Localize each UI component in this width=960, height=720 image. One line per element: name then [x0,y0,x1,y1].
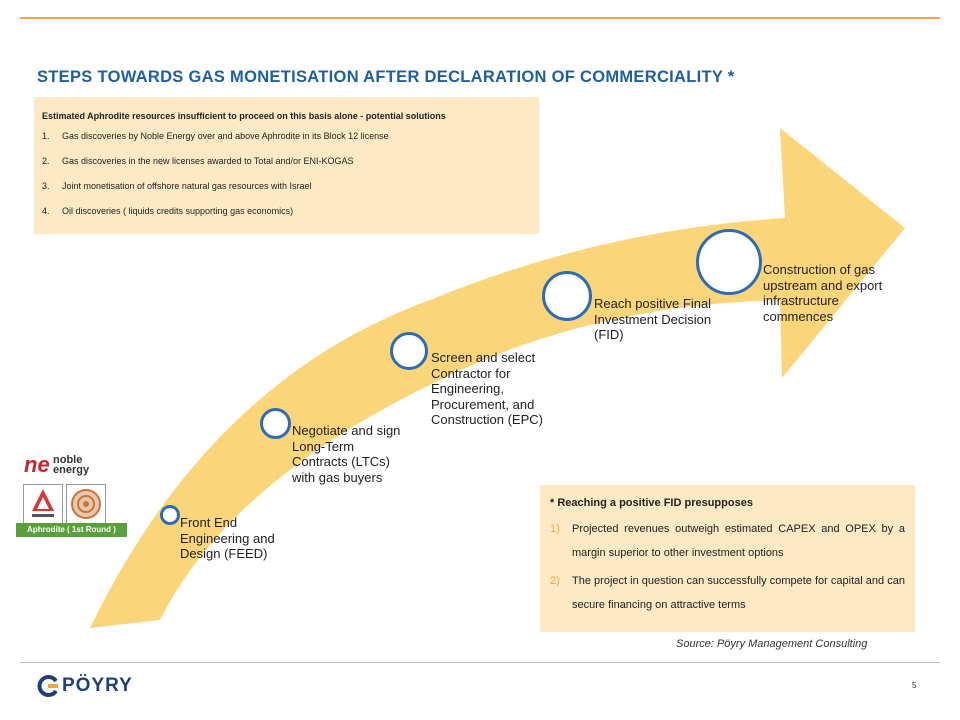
list-text: Gas discoveries by Noble Energy over and… [62,131,389,141]
delek-drilling-logo [23,484,63,524]
noble-energy-wordmark: noble energy [53,454,90,476]
list-number: 1) [550,523,560,535]
step-label-feed: Front End Engineering and Design (FEED) [180,515,275,561]
noble-energy-logo: ne [24,452,50,477]
list-item: 2. Gas discoveries in the new licenses aw… [42,156,531,166]
fid-header: * Reaching a positive FID presupposes [550,497,753,509]
page-number: 5 [912,681,917,690]
delek-drilling-icon [32,489,54,517]
poyry-wordmark: PÖYRY [62,675,133,696]
list-number: 3. [42,181,50,191]
list-number: 1. [42,131,50,141]
list-item: 1. Gas discoveries by Noble Energy over a… [42,131,531,141]
list-item: 4. Oil discoveries ( liquids credits supp… [42,206,531,216]
top-rule [20,17,940,19]
shell-icon [71,489,101,519]
list-text: Oil discoveries ( liquids credits suppor… [62,206,294,216]
list-number: 4. [42,206,50,216]
step-label-construction: Construction of gas upstream and export … [763,262,883,324]
step-label-ltc: Negotiate and sign Long-Term Contracts (… [292,423,401,485]
shell-logo [66,484,106,524]
list-number: 2. [42,156,50,166]
list-text: The project in question can successfully… [572,575,905,611]
source-note: Source: Pöyry Management Consulting [676,638,868,650]
bottom-rule [20,662,940,663]
list-text: Projected revenues outweigh estimated CA… [572,523,905,559]
aphrodite-badge: Aphrodite ( 1st Round ) [16,523,127,537]
list-text: Joint monetisation of offshore natural g… [62,181,312,191]
noble-wordmark-line1: noble [53,454,83,466]
list-item: 2) The project in question can successful… [550,569,905,617]
list-text: Gas discoveries in the new licenses awar… [62,156,354,166]
noble-wordmark-line2: energy [53,464,90,476]
step-label-fid: Reach positive Final Investment Decision… [594,296,712,342]
list-number: 2) [550,575,560,587]
step-marker-epc [390,332,428,370]
noble-mark: ne [24,452,50,477]
solutions-box: Estimated Aphrodite resources insufficie… [34,97,539,234]
solutions-header: Estimated Aphrodite resources insufficie… [42,111,446,121]
step-marker-construction [696,229,762,295]
solutions-list: 1. Gas discoveries by Noble Energy over a… [42,131,531,216]
step-label-epc: Screen and select Contractor for Enginee… [431,350,543,427]
list-item: 3. Joint monetisation of offshore natural… [42,181,531,191]
page-title: STEPS TOWARDS GAS MONETISATION AFTER DEC… [37,68,735,86]
step-marker-ltc [260,408,291,439]
fid-presuppositions-box: * Reaching a positive FID presupposes 1)… [540,485,915,632]
step-marker-feed [160,505,180,525]
step-marker-fid [542,271,592,321]
poyry-swirl-icon [37,675,58,697]
list-item: 1) Projected revenues outweigh estimated … [550,517,905,565]
